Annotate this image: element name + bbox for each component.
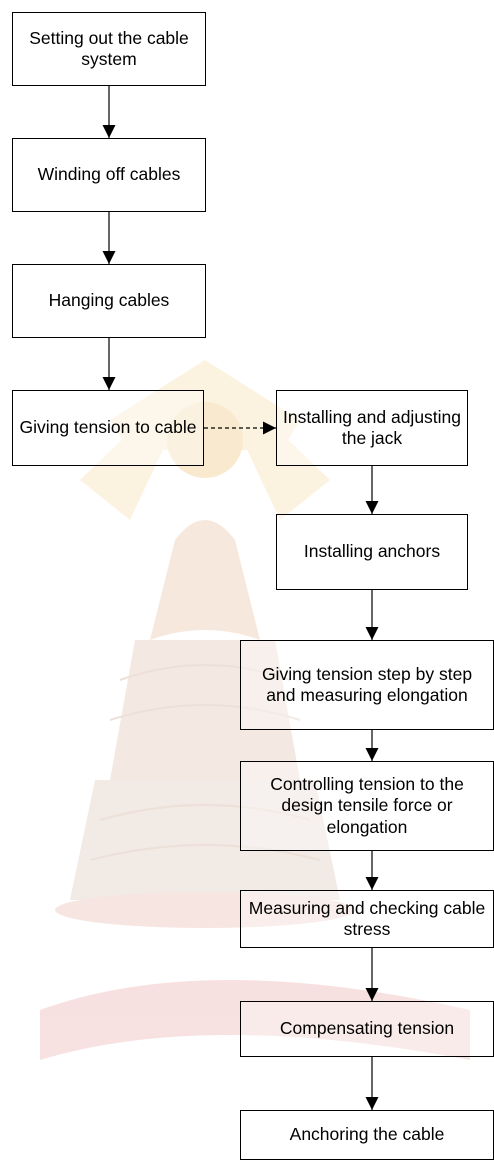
step-compensating: Compensating tension (240, 1001, 494, 1057)
step-giving-tension: Giving tension to cable (12, 390, 204, 466)
step-setting-out: Setting out the cable system (12, 12, 206, 86)
step-controlling-tension: Controlling tension to the design tensil… (240, 761, 494, 851)
step-step-by-step: Giving tension step by step and measurin… (240, 640, 494, 730)
step-installing-anchors: Installing anchors (276, 514, 468, 590)
step-anchoring: Anchoring the cable (240, 1110, 494, 1160)
step-installing-jack: Installing and adjusting the jack (276, 390, 468, 466)
step-hanging: Hanging cables (12, 264, 206, 338)
step-measuring-stress: Measuring and checking cable stress (240, 890, 494, 948)
step-winding-off: Winding off cables (12, 138, 206, 212)
